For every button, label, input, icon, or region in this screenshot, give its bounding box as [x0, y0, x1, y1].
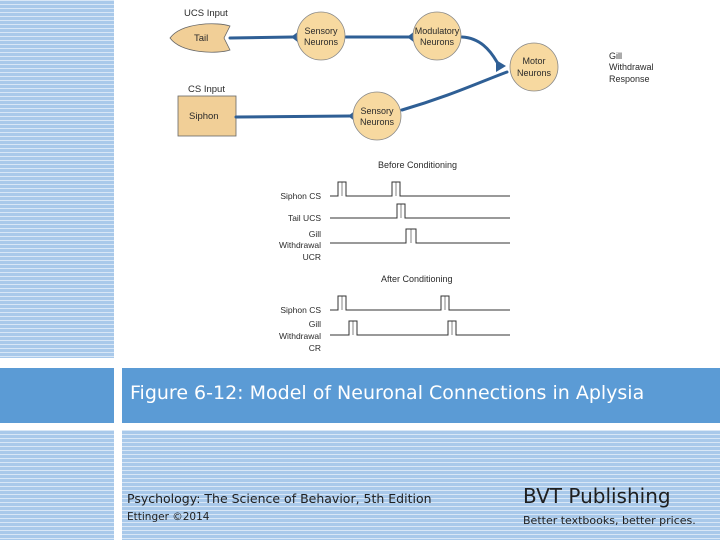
trace-cr-label-line2: Withdrawal: [279, 331, 321, 341]
trace-cr-label-line3: CR: [309, 343, 321, 353]
trace-gill-cr: [330, 320, 510, 336]
ucs-input-label: UCS Input: [184, 8, 228, 19]
bottom-right-decor: [122, 430, 720, 540]
response-line1: Gill: [609, 51, 622, 61]
cs-input-label: CS Input: [188, 84, 225, 95]
after-conditioning-title: After Conditioning: [381, 274, 453, 284]
sensory-neuron-cs: [352, 91, 402, 141]
siphon-box: [177, 95, 237, 137]
siphon-label: Siphon: [189, 111, 219, 122]
trace-after-siphon-cs: [330, 295, 510, 311]
sensory-neuron-ucs: [296, 11, 346, 61]
trace-tail-ucs: [330, 203, 510, 219]
tail-shape: [169, 23, 231, 53]
trace-after-siphon-cs-label: Siphon CS: [280, 305, 321, 315]
bottom-left-decor: [0, 430, 114, 540]
before-conditioning-title: Before Conditioning: [378, 160, 457, 170]
left-decor-panel: [0, 0, 114, 358]
trace-cr-label-line1: Gill: [309, 319, 321, 329]
motor-neuron-line1: Motor: [522, 56, 545, 66]
book-author: Ettinger ©2014: [127, 511, 210, 523]
trace-siphon-cs-label: Siphon CS: [280, 191, 321, 201]
tail-label: Tail: [194, 33, 208, 44]
sensory-neuron-cs-line1: Sensory: [360, 106, 394, 116]
trace-tail-ucs-label: Tail UCS: [288, 213, 321, 223]
response-line2: Withdrawal: [609, 62, 654, 72]
axon-connections: [228, 35, 509, 119]
figure-caption: Figure 6-12: Model of Neuronal Connectio…: [130, 382, 645, 404]
trace-ucr-label-line1: Gill: [309, 229, 321, 239]
motor-neuron-line2: Neurons: [517, 68, 552, 78]
book-title: Psychology: The Science of Behavior, 5th…: [127, 491, 432, 506]
modulatory-neuron: [412, 11, 462, 61]
sensory-neuron-ucs-line1: Sensory: [304, 26, 338, 36]
trace-gill-ucr: [330, 228, 510, 244]
trace-ucr-label-line3: UCR: [303, 252, 321, 262]
caption-band: Figure 6-12: Model of Neuronal Connectio…: [122, 368, 720, 423]
aplysia-neuronal-diagram: UCS Input Tail CS Input Siphon Sensory N…: [169, 8, 654, 353]
trace-ucr-label-line2: Withdrawal: [279, 240, 321, 250]
modulatory-neuron-line2: Neurons: [420, 37, 455, 47]
response-line3: Response: [609, 74, 650, 84]
motor-neuron: [509, 42, 559, 92]
right-margin: [705, 0, 720, 358]
sensory-neuron-ucs-line2: Neurons: [304, 37, 339, 47]
publisher-name: BVT Publishing: [523, 484, 671, 508]
modulatory-neuron-line1: Modulatory: [415, 26, 460, 36]
publisher-tagline: Better textbooks, better prices.: [523, 514, 696, 527]
sensory-neuron-cs-line2: Neurons: [360, 117, 395, 127]
trace-siphon-cs: [330, 181, 510, 197]
left-accent-band: [0, 368, 114, 423]
